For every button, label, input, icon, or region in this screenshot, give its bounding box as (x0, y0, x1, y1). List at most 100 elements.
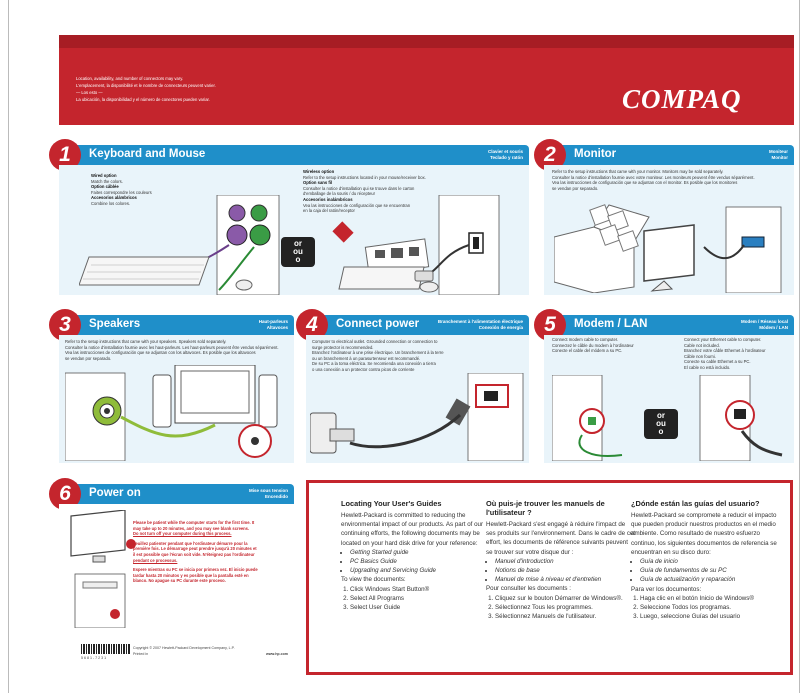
panel-connect-power: 4 Connect power Branchement à l'alimenta… (296, 309, 529, 463)
wireless-heading-es: Accesorios inalámbricos (303, 196, 353, 202)
lan-text-es: Conecte su cable Ethernet a su PC. (684, 359, 751, 365)
speakers-text: Refer to the setup instructions that cam… (65, 339, 291, 361)
panel-header: 3 Speakers Haut-parleurs Altavoces (49, 309, 294, 341)
wireless-heading: Wireless option (303, 169, 335, 174)
panel-header: 5 Modem / LAN Modem / Réseau local Módem… (534, 309, 794, 341)
power-text-es: De su PC a la toma eléctrica. Se recomie… (312, 361, 436, 367)
subtitle-es: Encendido (264, 494, 288, 499)
guide-doc: Getting Started guide (350, 548, 491, 557)
guide-column-es: ¿Dónde están las guías del usuario? Hewl… (631, 499, 786, 621)
guide-doc: Guía de fundamentos de su PC (640, 566, 786, 575)
guide-docs-fr: Manuel d'introduction Notions de base Ma… (486, 557, 636, 585)
subtitle-es: Conexión de energía (478, 325, 523, 330)
trim-line-left (8, 0, 9, 693)
lan-text: Connect your Ethernet cable to computer.… (684, 337, 792, 371)
guide-doc: Upgrading and Servicing Guide (350, 566, 491, 575)
panel-subtitle: Moniteur Monitor (769, 149, 788, 161)
wired-text-es: Combine los colores. (91, 200, 131, 206)
trim-line-right (799, 0, 800, 693)
panel-monitor: 2 Monitor Moniteur Monitor Refer to the … (534, 139, 794, 295)
guide-step: Luego, seleccione Guías del usuario (640, 612, 786, 621)
power-text-fr: Branchez l'ordinateur à une prise électr… (312, 350, 444, 356)
panel-header: 2 Monitor Moniteur Monitor (534, 139, 794, 171)
guide-step: Haga clic en el botón Inicio de Windows® (640, 594, 786, 603)
guide-intro-en: Hewlett-Packard is committed to reducing… (341, 512, 484, 547)
panel-title: Monitor (574, 148, 617, 160)
panel-title: Keyboard and Mouse (89, 148, 206, 160)
subtitle-fr: Clavier et souris (487, 149, 523, 154)
power-on-text-es: Espere mientras su PC se inicia por prim… (133, 567, 258, 573)
subtitle-es: Módem / LAN (759, 325, 788, 330)
guide-docs-en: Getting Started guide PC Basics Guide Up… (341, 548, 491, 576)
subtitle-es: Altavoces (266, 325, 288, 330)
panel-subtitle: Haut-parleurs Altavoces (259, 319, 288, 331)
copyright-text: Copyright © 2007 Hewlett-Packard Develop… (133, 646, 235, 650)
monitor-text-fr: Consulter la notice d'installation fourn… (552, 174, 755, 180)
subtitle-fr: Branchement à l'alimentation électrique (437, 319, 523, 324)
panel-body: Computer to electrical outlet. Grounded … (306, 335, 529, 463)
guide-intro-fr: Hewlett-Packard s'est engagé à réduire l… (486, 521, 636, 556)
power-on-text-fr-2: première fois. Le démarrage peut prendre… (133, 546, 257, 552)
modem-text-en: Connect modem cable to computer. (552, 337, 619, 342)
keyboard-mouse-illustration (79, 195, 500, 295)
lan-text-en: Connect your Ethernet cable to computer. (684, 337, 762, 342)
printed-in: Printed in (133, 652, 149, 656)
panel-body: Wired option Match the colors. Option câ… (59, 165, 529, 295)
power-text-en: Computer to electrical outlet. Grounded … (312, 339, 438, 344)
guide-doc: Guía de inicio (640, 557, 786, 566)
monitor-illustration (554, 204, 782, 293)
note-es: La ubicación, la disponibilidad y el núm… (76, 97, 210, 102)
guide-column-en: Locating Your User's Guides Hewlett-Pack… (341, 499, 491, 612)
speakers-text-fr: Consulter la notice d'installation fourn… (65, 344, 279, 350)
power-on-warning-fr: pendant ce processus. (133, 557, 178, 563)
modem-text-fr: Connectez le câble du modem à l'ordinate… (552, 342, 634, 348)
panel-body: Refer to the setup instructions that cam… (59, 335, 294, 463)
guide-step: Seleccione Todos los programas. (640, 603, 786, 612)
guide-lead-fr: Pour consulter les documents : (486, 585, 571, 593)
guide-step: Sélectionnez Tous les programmes. (495, 603, 636, 612)
guide-title-es: ¿Dónde están las guías del usuario? (631, 499, 760, 508)
monitor-text-es-2: se vendan por separado. (552, 185, 599, 191)
panel-keyboard-mouse: 1 Keyboard and Mouse Clavier et souris T… (49, 139, 529, 295)
panel-modem-lan: 5 Modem / LAN Modem / Réseau local Módem… (534, 309, 794, 463)
panel-title: Speakers (89, 318, 141, 330)
speakers-illustration (65, 365, 278, 461)
barcode (81, 644, 131, 654)
power-on-text-en: Please be patient while the computer sta… (133, 520, 255, 525)
wireless-text: Refer to the setup instructions located … (303, 174, 426, 180)
guide-docs-es: Guía de inicio Guía de fundamentos de su… (631, 557, 786, 585)
guide-step: Select All Programs (350, 594, 491, 603)
wireless-text-es: Vea las instrucciones de configuración q… (303, 202, 411, 208)
subtitle-fr: Mise sous tension (248, 488, 288, 493)
wireless-option-text: Wireless option Refer to the setup instr… (303, 169, 488, 214)
or-arrows: or ou o (281, 237, 315, 267)
subtitle-es: Teclado y ratón (490, 155, 523, 160)
banner-stripe (59, 35, 794, 48)
guide-intro-es: Hewlett-Packard se compromete a reducir … (631, 512, 777, 556)
header-banner: Location, availability, and number of co… (59, 35, 794, 125)
or-badge (644, 409, 678, 439)
monitor-text-en: Refer to the setup instructions that cam… (552, 169, 724, 174)
guide-column-fr: Où puis-je trouver les manuels de l'util… (486, 499, 636, 621)
guide-doc: Manuel d'introduction (495, 557, 636, 566)
power-text: Computer to electrical outlet. Grounded … (312, 339, 502, 373)
lan-text-en-2: Cable not included. (684, 342, 720, 348)
lan-text-fr: Branchez votre câble Ethernet à l'ordina… (684, 348, 766, 354)
part-number: 5 6 8 1 - 7 2 3 1 (81, 656, 107, 660)
modem-text-es: Conecte el cable del módem a su PC. (552, 348, 623, 354)
panel-body: Connect modem cable to computer. Connect… (544, 335, 794, 463)
guide-doc: Guía de actualización y reparación (640, 575, 786, 584)
compaq-logo: COMPAQ (622, 84, 742, 114)
monitor-text: Refer to the setup instructions that cam… (552, 169, 787, 191)
lan-text-es-2: El cable no está incluido. (684, 364, 731, 370)
panel-body: Please be patient while the computer sta… (59, 504, 294, 674)
guide-doc: Notions de base (495, 566, 636, 575)
power-text-fr-2: ou un branchement à un parasurtenseur es… (312, 355, 421, 361)
subtitle-fr: Haut-parleurs (258, 319, 288, 324)
wired-text-fr: Faites correspondre les couleurs (91, 189, 152, 195)
wireless-heading-fr: Option sans fil (303, 180, 333, 186)
wired-heading-fr: Option câblée (91, 184, 119, 190)
guide-step: Select User Guide (350, 603, 491, 612)
guide-step: Cliquez sur le bouton Démarrer de Window… (495, 594, 636, 603)
panel-header: 6 Power on Mise sous tension Encendido (49, 478, 294, 510)
